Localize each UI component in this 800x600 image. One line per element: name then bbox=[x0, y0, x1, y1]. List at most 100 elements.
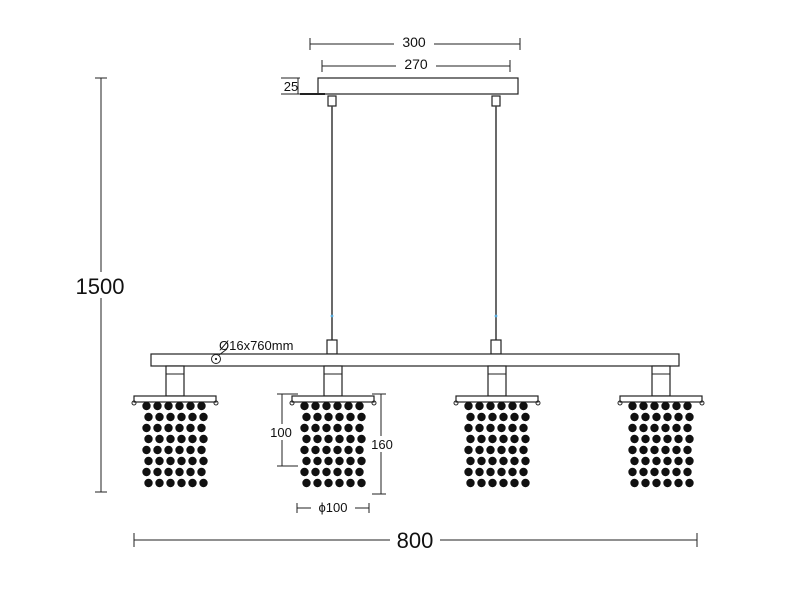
crystal-bead bbox=[630, 412, 639, 422]
crystal-bead bbox=[346, 412, 355, 422]
crystal-bead bbox=[486, 445, 495, 455]
crystal-bead bbox=[641, 434, 650, 444]
crystal-bead bbox=[155, 478, 164, 488]
crystal-bead bbox=[639, 423, 648, 433]
shade-rim bbox=[455, 395, 539, 403]
dimension-300-label: 300 bbox=[402, 34, 426, 50]
crystal-bead bbox=[466, 412, 475, 422]
crystal-bead bbox=[521, 434, 530, 444]
crystal-bead bbox=[464, 445, 473, 455]
crystal-bead bbox=[346, 478, 355, 488]
crystal-bead bbox=[197, 423, 206, 433]
crystal-bead bbox=[313, 412, 322, 422]
crystal-bead bbox=[497, 445, 506, 455]
crystal-bead bbox=[466, 434, 475, 444]
crystal-bead bbox=[630, 434, 639, 444]
crystal-bead bbox=[300, 467, 309, 477]
crystal-bead bbox=[164, 423, 173, 433]
crystal-bead bbox=[335, 456, 344, 466]
crystal-bead bbox=[488, 478, 497, 488]
crystal-bead bbox=[197, 467, 206, 477]
crystal-bead bbox=[683, 423, 692, 433]
crystal-bead bbox=[324, 434, 333, 444]
crystal-bead bbox=[672, 467, 681, 477]
crystal-bead bbox=[464, 423, 473, 433]
crystal-bead bbox=[166, 456, 175, 466]
crystal-bead bbox=[628, 401, 637, 411]
socket-holder bbox=[651, 365, 671, 397]
crystal-bead bbox=[155, 412, 164, 422]
crystal-bead bbox=[199, 478, 208, 488]
crystal-bead bbox=[685, 412, 694, 422]
crystal-bead bbox=[357, 412, 366, 422]
crystal-bead bbox=[357, 434, 366, 444]
crystal-bead bbox=[186, 423, 195, 433]
dimension-shade-diameter: ϕ100 bbox=[296, 499, 370, 515]
dimension-shade-100-label: 100 bbox=[270, 425, 292, 440]
crystal-bead bbox=[486, 401, 495, 411]
crystal-bead bbox=[508, 467, 517, 477]
crystal-bead bbox=[652, 478, 661, 488]
crystal-bead bbox=[519, 445, 528, 455]
crystal-bead bbox=[142, 445, 151, 455]
crystal-shades bbox=[131, 365, 705, 488]
crystal-bead bbox=[519, 423, 528, 433]
crystal-bead bbox=[475, 423, 484, 433]
crystal-bead bbox=[199, 434, 208, 444]
crystal-bead bbox=[188, 412, 197, 422]
dimension-25: 25 bbox=[281, 77, 300, 95]
crystal-bead bbox=[650, 423, 659, 433]
crystal-bead bbox=[357, 456, 366, 466]
crystal-bead bbox=[641, 478, 650, 488]
crystal-bead bbox=[142, 401, 151, 411]
crystal-bead bbox=[672, 401, 681, 411]
shade-rim bbox=[619, 395, 703, 403]
crystal-bead bbox=[197, 445, 206, 455]
crystal-bead bbox=[508, 423, 517, 433]
crystal-bead bbox=[357, 478, 366, 488]
dimension-25-label: 25 bbox=[284, 79, 298, 94]
crystal-bead bbox=[199, 412, 208, 422]
crystal-bead bbox=[497, 467, 506, 477]
crystal-bead bbox=[650, 467, 659, 477]
crystal-bead bbox=[300, 423, 309, 433]
dimension-shade-100: 100 bbox=[266, 393, 298, 467]
crystal-bead bbox=[510, 434, 519, 444]
crystal-bead bbox=[464, 467, 473, 477]
crystal-bead bbox=[177, 434, 186, 444]
crystal-bead bbox=[641, 456, 650, 466]
crystal-bead bbox=[510, 412, 519, 422]
crystal-bead bbox=[311, 401, 320, 411]
crystal-bead bbox=[175, 467, 184, 477]
dimension-270: 270 bbox=[321, 55, 511, 72]
crystal-bead bbox=[175, 401, 184, 411]
crystal-bead bbox=[475, 445, 484, 455]
crystal-bead bbox=[499, 434, 508, 444]
crystal-bead bbox=[486, 467, 495, 477]
crystal-bead bbox=[628, 423, 637, 433]
crystal-bead bbox=[166, 412, 175, 422]
crystal-bead bbox=[144, 412, 153, 422]
crystal-bead bbox=[652, 434, 661, 444]
crystal-bead bbox=[355, 467, 364, 477]
crystal-bead bbox=[344, 401, 353, 411]
crystal-shade-1 bbox=[131, 365, 219, 488]
crystal-bead bbox=[475, 401, 484, 411]
crystal-bead bbox=[322, 445, 331, 455]
crystal-bead bbox=[344, 423, 353, 433]
crystal-bead bbox=[155, 434, 164, 444]
crystal-bead bbox=[519, 467, 528, 477]
shade-rim bbox=[291, 395, 375, 403]
crystal-bead bbox=[652, 412, 661, 422]
crystal-bead bbox=[672, 445, 681, 455]
crystal-bead bbox=[521, 412, 530, 422]
crystal-bead bbox=[683, 467, 692, 477]
crystal-bead bbox=[302, 478, 311, 488]
crystal-bead bbox=[302, 434, 311, 444]
crystal-bead bbox=[164, 401, 173, 411]
crystal-bead bbox=[300, 401, 309, 411]
crystal-bead bbox=[510, 456, 519, 466]
socket-holder bbox=[487, 365, 507, 397]
crystal-bead bbox=[197, 401, 206, 411]
